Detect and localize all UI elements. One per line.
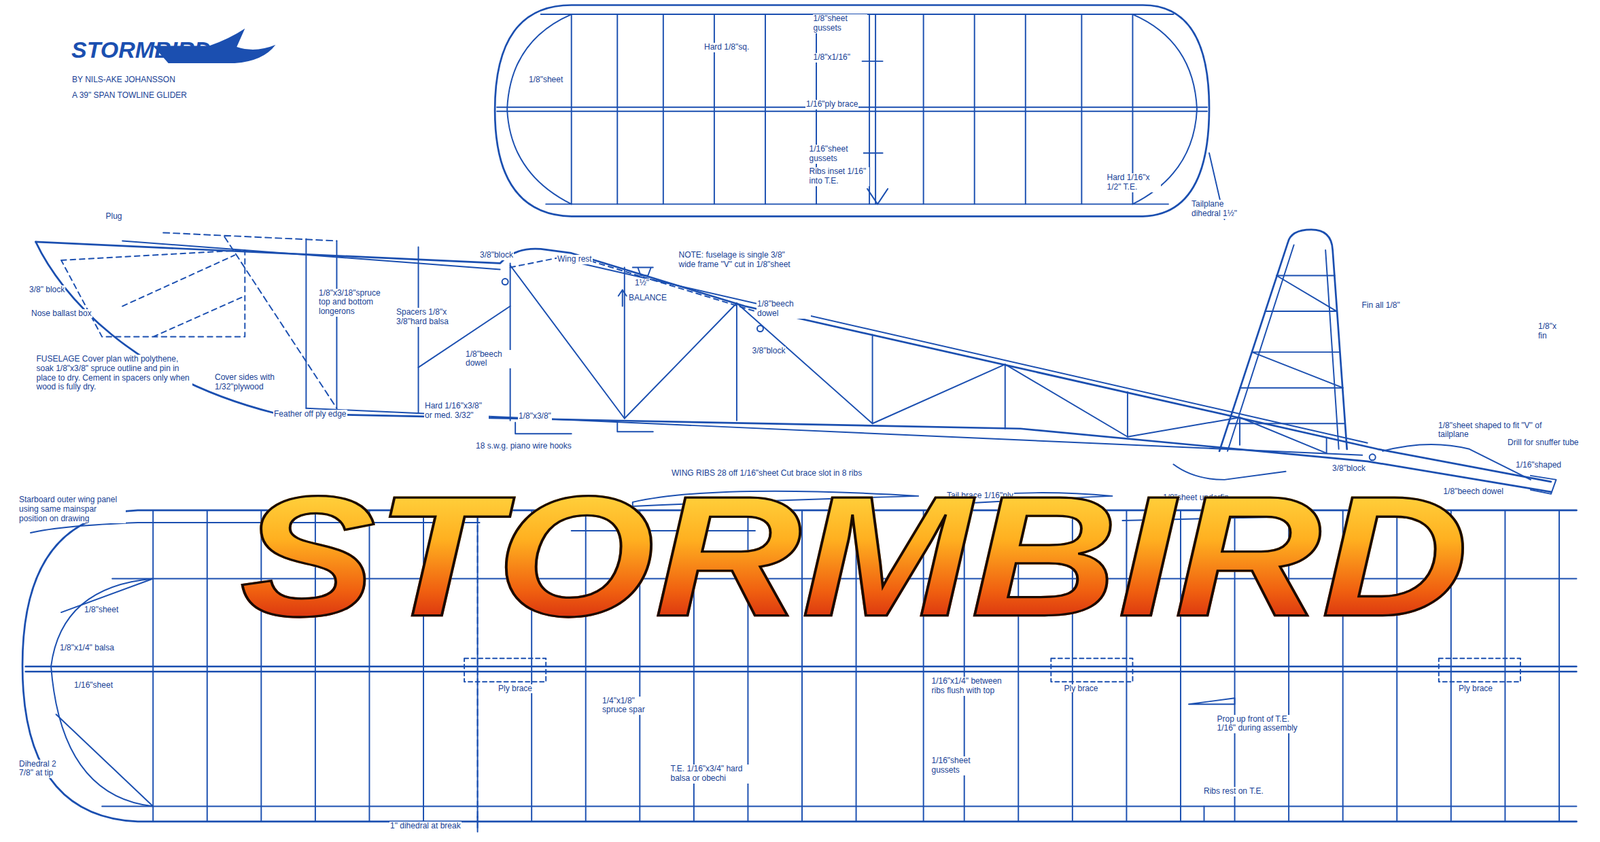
plan-note: Nose ballast box [30,309,93,319]
plan-note: Fin all 1/8" [1361,301,1401,311]
plan-note: 1/16"x1/4" between ribs flush with top [931,676,1008,697]
plan-note: 1/8"sheet [83,605,119,616]
plan-note: Hard 1/16"x 1/2" T.E. [1106,173,1161,193]
plan-note: 1/8"sheet [528,75,564,85]
plan-note: 1/16"sheet [73,681,114,691]
plan-note: Hard 1/16"x3/8" or med. 3/32" [424,401,489,421]
plan-note: Starboard outer wing panel using same ma… [18,495,126,524]
plan-note: Drill for snuffer tube [1506,438,1580,448]
plan-note: 1/8"x3/18"spruce top and bottom longeron… [318,288,393,317]
plan-note: T.E. 1/16"x3/4" hard balsa or obechi [670,764,752,784]
plan-note: 18 s.w.g. piano wire hooks [475,441,573,452]
plan-note: 1/16"ply brace [805,99,859,110]
plan-note: Wing rest [556,254,593,265]
plan-note: BY NILS-AKE JOHANSSON [71,75,177,85]
plan-note: Cover sides with 1/32"plywood [214,373,285,393]
plan-note: Ply brace [1063,684,1100,694]
plan-note: NOTE: fuselage is single 3/8" wide frame… [678,250,794,270]
plan-note: 1/16"sheet gussets [808,144,864,164]
plan-note: A 39" SPAN TOWLINE GLIDER [71,91,188,101]
plan-note: Ply brace [1457,684,1494,694]
plan-note: 1½" [634,278,650,289]
plan-note: 3/8"block [751,346,787,357]
plan-note: 3/8"block [479,250,514,261]
plan-note: 1/8"x3/8" [517,411,552,422]
plan-note: 1/4"x1/8" spruce spar [601,696,652,716]
plan-note: 1/16"shaped [1515,460,1562,471]
plan-note: Dihedral 2 7/8" at tip [18,759,69,779]
plan-note: Ribs rest on T.E. [1203,787,1265,797]
plan-title: STORMBIRD [71,36,211,64]
plan-note: 1/8"x1/16" [812,53,852,63]
plan-note: Plug [105,212,124,222]
plan-note: Feather off ply edge [273,409,348,420]
plan-note: 1/8"sheet shaped to fit "V" of tailplane [1437,421,1560,441]
plan-note: 3/8" block [28,285,66,295]
plan-note: 1/16"sheet gussets [931,756,982,776]
plan-note: 1/8"beech dowel [756,299,811,319]
plan-note: BALANCE [628,293,668,304]
plan-note: Prop up front of T.E. 1/16" during assem… [1216,715,1302,735]
plan-note: FUSELAGE Cover plan with polythene, soak… [36,354,193,393]
plan-note: 1/8"x fin [1537,322,1568,342]
plan-note: Spacers 1/8"x 3/8"hard balsa [395,307,457,327]
plan-note: 1/8"x1/4" balsa [59,643,115,654]
plan-note: Hard 1/8"sq. [703,42,750,53]
plan-note: Ply brace [497,684,533,694]
plan-note: 1" dihedral at break [389,821,462,832]
plan-note: Tailplane dihedral 1½" [1190,199,1256,219]
plan-note: Ribs inset 1/16" into T.E. [808,167,870,187]
plan-note: 1/8"beech dowel [464,350,514,370]
title-logo: STORMBIRD [239,471,1469,643]
plan-note: 1/8"sheet gussets [812,14,868,34]
